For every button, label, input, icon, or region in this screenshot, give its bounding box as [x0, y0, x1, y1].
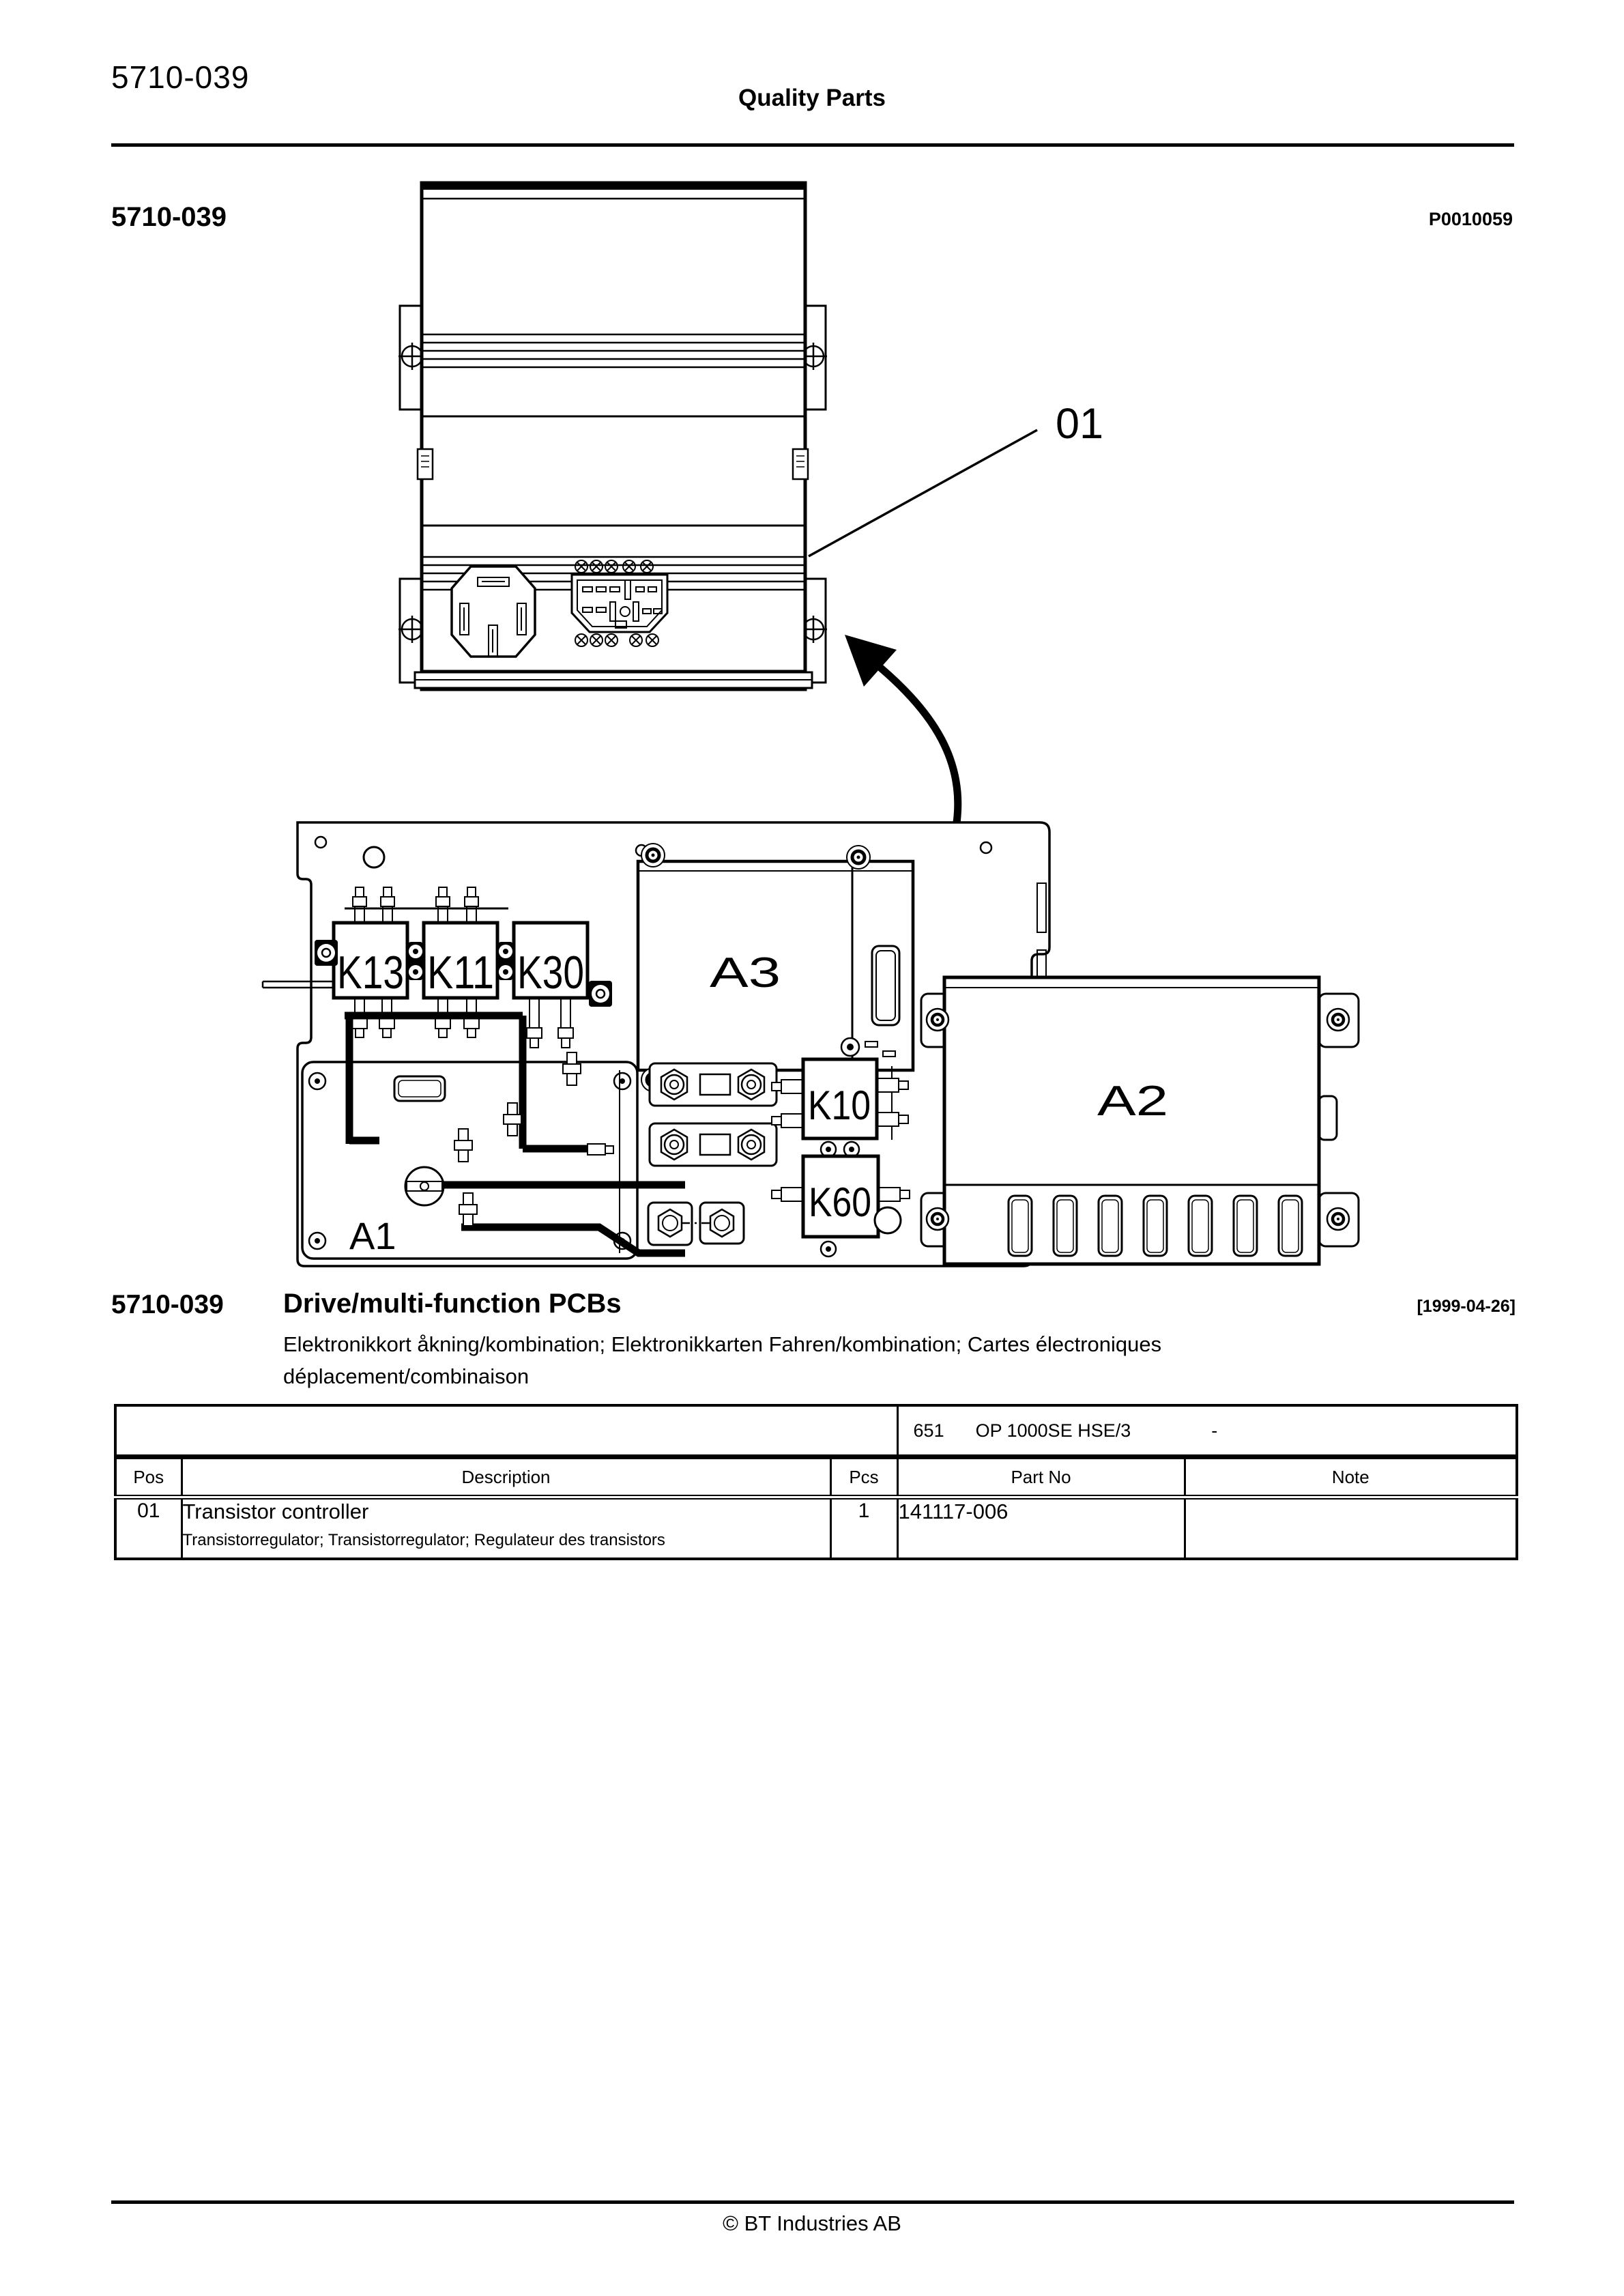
model-row: 651 OP 1000SE HSE/3 - — [114, 1404, 1518, 1459]
k60-relay: K60 — [771, 1154, 910, 1258]
relay-boxes: K13 K11 K30 — [315, 921, 612, 1007]
section-revision-date: [1999-04-26] — [1417, 1297, 1516, 1316]
table-header-row: Pos Description Pcs Part No Note — [114, 1456, 1518, 1499]
label-a2: A2 — [1097, 1078, 1168, 1125]
section-number: 5710-039 — [111, 1290, 224, 1319]
col-header-description: Description — [180, 1456, 832, 1499]
figure-reference: P0010059 — [1428, 209, 1513, 229]
pcb-plate-drawing: K13 K11 K30 — [261, 821, 1360, 1267]
col-header-note: Note — [1183, 1456, 1518, 1499]
a2-slots — [1007, 1194, 1303, 1257]
footer-copyright: © BT Industries AB — [723, 2211, 901, 2235]
callout-label: 01 — [1056, 400, 1103, 448]
a2-module: A2 — [920, 975, 1360, 1266]
busbars — [345, 1011, 685, 1257]
cell-pos: 01 — [114, 1496, 183, 1560]
doc-number-top: 5710-039 — [111, 59, 250, 95]
col-header-pcs: Pcs — [829, 1456, 899, 1499]
a1-panel — [301, 1061, 639, 1260]
k60-grommet — [873, 1206, 902, 1235]
cell-note — [1183, 1496, 1518, 1560]
model-name: OP 1000SE HSE/3 — [975, 1420, 1131, 1441]
model-row-empty-cell — [114, 1404, 899, 1459]
col-header-pos: Pos — [114, 1456, 183, 1499]
section-subtitle-line1: Elektronikkort åkning/kombination; Elekt… — [283, 1332, 1162, 1356]
side-label-tabs — [416, 448, 809, 480]
fuse-links — [647, 1062, 778, 1246]
model-code: 651 — [913, 1420, 944, 1441]
description-main: Transistor controller — [182, 1499, 369, 1523]
section-subtitle: Elektronikkort åkning/kombination; Elekt… — [283, 1328, 1484, 1392]
cell-part-no: 141117-006 — [896, 1496, 1186, 1560]
page-title: Quality Parts — [738, 85, 886, 111]
label-k10: K10 — [808, 1082, 871, 1128]
table-row: 01 Transistor controller Transistorregul… — [114, 1496, 1518, 1560]
label-k30: K30 — [517, 947, 584, 999]
label-a3: A3 — [710, 949, 781, 996]
footer-rule — [111, 2200, 1514, 2204]
section-title: Drive/multi-function PCBs — [283, 1289, 622, 1319]
power-connector-icon — [450, 565, 536, 658]
col-header-part-no: Part No — [896, 1456, 1186, 1499]
model-dash: - — [1211, 1420, 1218, 1441]
rod — [261, 980, 334, 989]
k10-relay: K10 — [771, 1037, 909, 1158]
label-a1: A1 — [349, 1214, 396, 1257]
a2-screws — [925, 1007, 1350, 1231]
a3-module: A3 — [636, 843, 915, 1094]
parts-table: 651 OP 1000SE HSE/3 - Pos Description Pc… — [114, 1404, 1519, 1560]
callout-01: 01 — [808, 400, 1103, 558]
heatsink-ribs-upper — [422, 333, 805, 369]
model-row-cell: 651 OP 1000SE HSE/3 - — [896, 1404, 1518, 1459]
a1-terminal-studs — [454, 1052, 614, 1226]
doc-number-section: 5710-039 — [111, 202, 227, 232]
connector-screws — [575, 560, 659, 647]
label-k13: K13 — [337, 947, 404, 999]
controller-unit-drawing — [398, 181, 827, 691]
header-rule — [111, 143, 1514, 147]
callout-leader-line — [808, 429, 1038, 558]
label-k11: K11 — [427, 947, 494, 999]
cell-pcs: 1 — [829, 1496, 899, 1560]
multipin-connector-icon — [570, 560, 669, 647]
a1-corner-screws — [308, 1072, 632, 1250]
description-translations: Transistorregulator; Transistorregulator… — [182, 1531, 665, 1549]
label-k60: K60 — [809, 1179, 871, 1225]
section-subtitle-line2: déplacement/combinaison — [283, 1364, 530, 1388]
cell-description: Transistor controller Transistorregulato… — [180, 1496, 832, 1560]
